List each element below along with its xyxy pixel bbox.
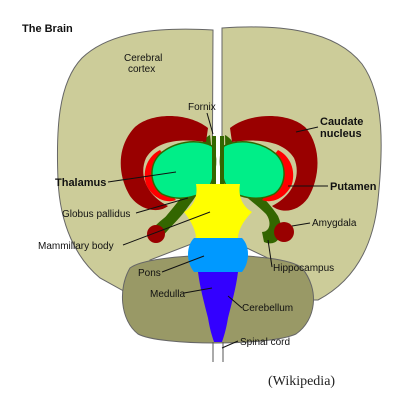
- hypothalamus: [184, 184, 252, 238]
- label-medulla: Medulla: [150, 289, 185, 300]
- fornix-left-pillar: [212, 136, 216, 186]
- fornix-leader: [206, 112, 214, 135]
- fornix-right-pillar: [220, 136, 224, 186]
- label-putamen: Putamen: [330, 181, 377, 193]
- thalamus-leader: [107, 171, 177, 183]
- cerebellum-leader: [227, 295, 243, 309]
- label-caudate-line2: nucleus: [320, 128, 362, 140]
- label-cerebral-cortex-line2: cortex: [128, 64, 155, 75]
- pons: [188, 238, 248, 272]
- label-thalamus: Thalamus: [55, 177, 106, 189]
- pons-leader: [161, 255, 205, 273]
- label-fornix: Fornix: [188, 102, 216, 113]
- label-mammillary-body: Mammillary body: [38, 241, 114, 252]
- hippocampus-leader: [267, 239, 273, 268]
- left-amygdala: [147, 225, 165, 243]
- credit-text: (Wikipedia): [268, 374, 335, 389]
- label-hippocampus: Hippocampus: [273, 263, 334, 274]
- medulla-leader: [183, 287, 213, 294]
- caudate-leader: [295, 126, 319, 133]
- label-amygdala: Amygdala: [312, 218, 357, 229]
- diagram-title: The Brain: [22, 23, 73, 35]
- label-caudate-line1: Caudate: [320, 116, 363, 128]
- spinal-cord-leader: [221, 340, 239, 349]
- globus-pallidus-leader: [135, 197, 189, 214]
- label-globus-pallidus: Globus pallidus: [62, 209, 130, 220]
- label-pons: Pons: [138, 268, 161, 279]
- label-cerebellum: Cerebellum: [242, 303, 293, 314]
- label-cerebral-cortex-line1: Cerebral: [124, 53, 162, 64]
- medulla: [198, 272, 238, 342]
- right-caudate-nucleus: [230, 116, 318, 211]
- label-spinal-cord: Spinal cord: [240, 337, 290, 348]
- right-amygdala: [274, 222, 294, 242]
- amygdala-leader: [291, 222, 311, 227]
- mammillary-body-leader: [122, 211, 211, 246]
- left-caudate-nucleus: [120, 116, 208, 211]
